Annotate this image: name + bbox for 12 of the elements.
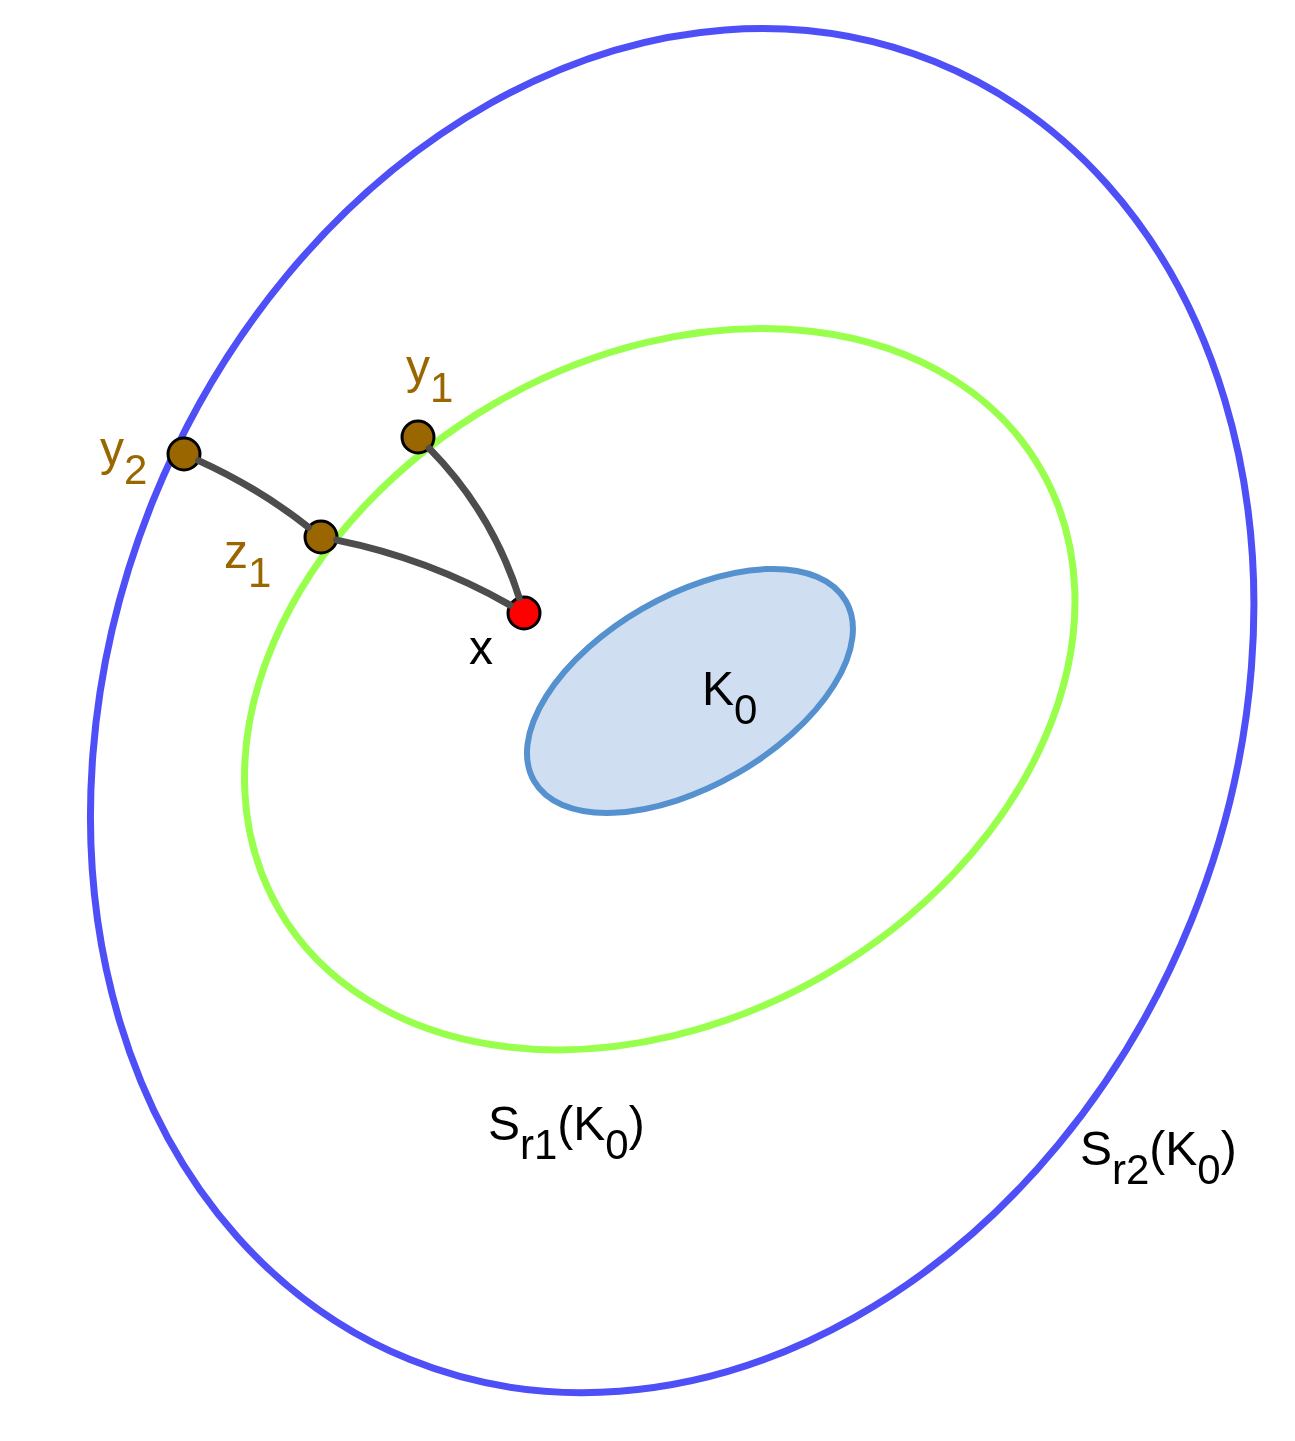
point-label: x (469, 624, 493, 672)
outer-oval (86, 25, 1258, 1397)
curve-line (195, 457, 312, 531)
region-label: S$_{r1}$(K$_{0}$) (488, 1100, 645, 1166)
point-label: y$_{2}$ (100, 425, 148, 491)
point-label: y$_{1}$ (406, 343, 454, 409)
curve-line (333, 536, 514, 609)
shaded-ellipse (524, 566, 856, 816)
point-label: z$_{1}$ (224, 528, 272, 594)
set-label: K$_{0}$ (701, 664, 758, 731)
curve-line (425, 444, 523, 602)
region-label: S$_{r2}$(K$_{0}$) (1080, 1125, 1237, 1191)
